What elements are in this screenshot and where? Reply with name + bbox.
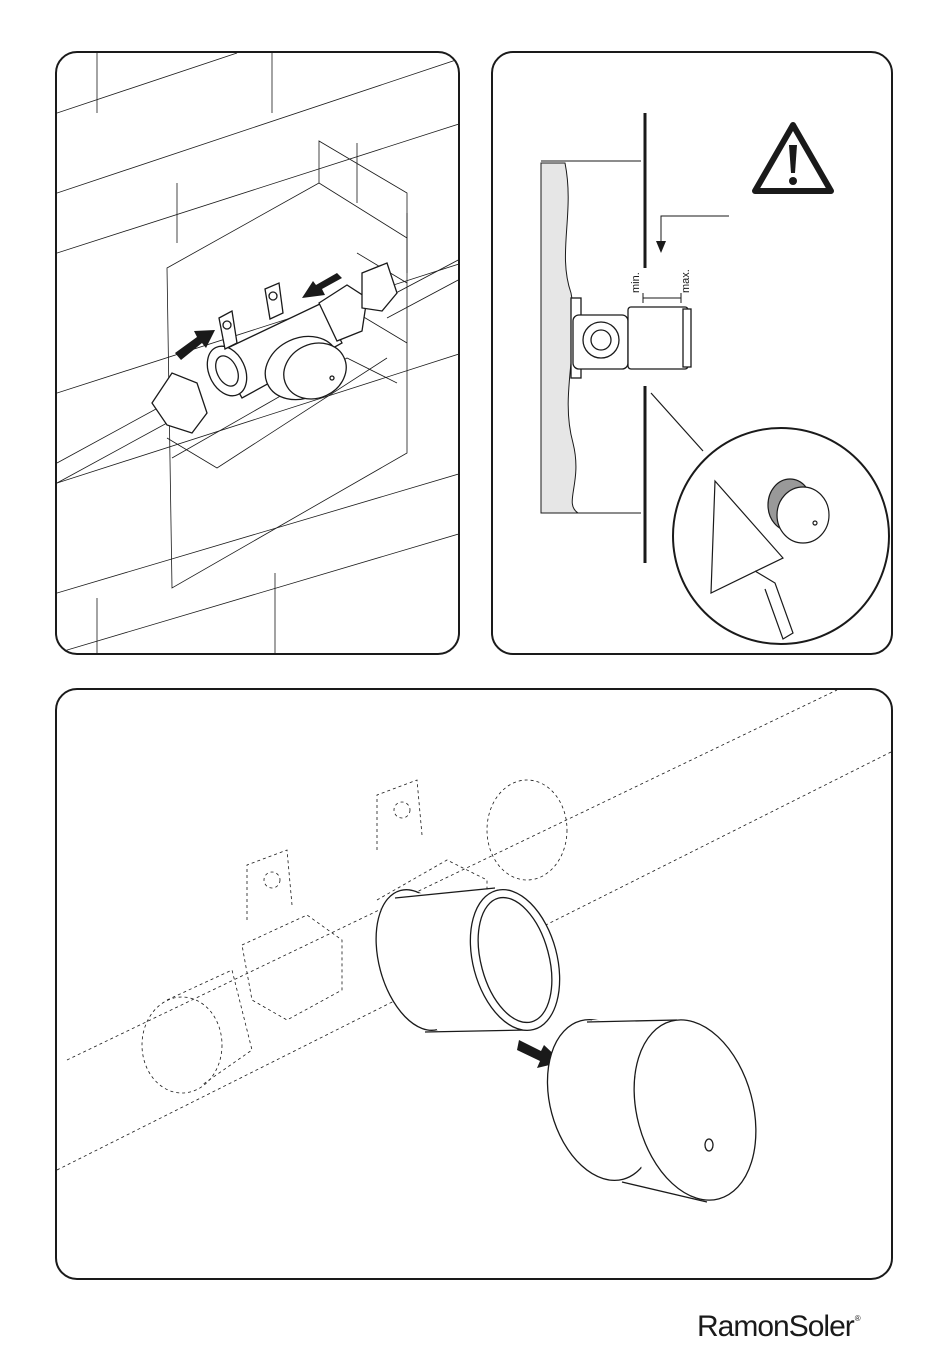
brand-logo: RamonSoler®: [697, 1310, 860, 1344]
warning-triangle-icon: [755, 125, 831, 191]
wall-recess-illustration: [57, 53, 460, 655]
depth-diagram: min. max.: [493, 53, 893, 655]
cap-removal-illustration: [57, 690, 893, 1280]
step-2-panel: min. max.: [491, 51, 893, 655]
registered-mark: ®: [855, 1314, 860, 1323]
brand-name: RamonSoler: [697, 1310, 854, 1343]
step-3-panel: [55, 688, 893, 1280]
max-label: max.: [680, 269, 692, 293]
min-label: min.: [630, 272, 642, 293]
step-1-panel: [55, 51, 460, 655]
